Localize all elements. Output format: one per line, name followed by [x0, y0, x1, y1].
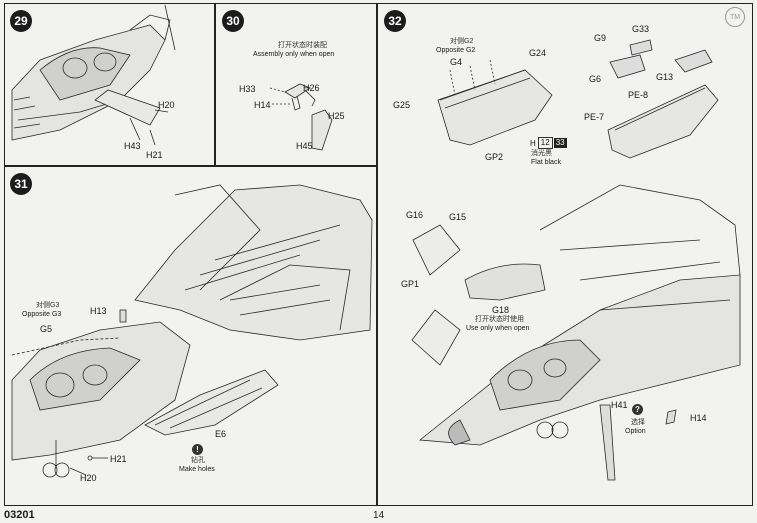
label-h13: H13: [90, 306, 107, 316]
label-h21-step31: H21: [110, 454, 127, 464]
label-g5: G5: [40, 324, 53, 334]
divider-horizontal-left: [4, 165, 376, 167]
step29-cockpit-drawing: [11, 4, 176, 146]
label-h26: H26: [303, 83, 320, 93]
step-29-badge: 29: [10, 10, 32, 32]
opposite-g3-en: Opposite G3: [22, 311, 62, 318]
step-32-badge: 32: [384, 10, 406, 32]
label-gp2: GP2: [485, 152, 504, 162]
catalog-number: 03201: [4, 509, 35, 521]
use-open-en: Use only when open: [466, 325, 530, 332]
label-g6: G6: [589, 74, 602, 84]
step30-parts-drawing: [269, 83, 333, 151]
assembly-note-en: Assembly only when open: [253, 51, 335, 58]
divider-vertical-main: [376, 3, 378, 506]
label-g4: G4: [450, 57, 463, 67]
opposite-g2-cn: 对侧G2: [450, 38, 474, 45]
label-g33: G33: [632, 24, 650, 34]
holes-info-icon: !: [192, 444, 203, 455]
opposite-g3-cn: 对侧G3: [36, 302, 60, 309]
paint-number-1: 12: [537, 137, 553, 149]
label-g18: G18: [492, 305, 510, 315]
page-number: 14: [373, 510, 385, 521]
label-g13: G13: [656, 72, 674, 82]
label-pe8: PE-8: [628, 90, 649, 100]
option-en: Option: [625, 428, 646, 435]
make-holes-en: Make holes: [179, 466, 215, 473]
paint-code: H: [530, 138, 536, 148]
step-30-badge: 30: [222, 10, 244, 32]
opposite-g2-en: Opposite G2: [436, 47, 476, 54]
label-h20: H20: [158, 100, 175, 110]
brand-logo-icon: TM: [725, 7, 745, 27]
page-frame: [4, 3, 753, 506]
label-h14: H14: [254, 100, 271, 110]
label-pe7: PE-7: [584, 112, 605, 122]
label-h20-step31: H20: [80, 473, 97, 483]
option-info-icon: ?: [632, 404, 643, 415]
label-h33: H33: [239, 84, 256, 94]
paint-name-cn: 消光黑: [531, 150, 552, 157]
label-g16: G16: [406, 210, 424, 220]
label-gp1: GP1: [401, 279, 420, 289]
step32-aircraft-drawing: [411, 39, 741, 481]
step31-aircraft-drawing: [11, 184, 373, 478]
paint-reference: H 12 33: [530, 137, 567, 149]
label-h21: H21: [146, 150, 163, 160]
label-h14-step32: H14: [690, 413, 707, 423]
label-g15: G15: [449, 212, 467, 222]
label-g25: G25: [393, 100, 411, 110]
label-h25: H25: [328, 111, 345, 121]
paint-name-en: Flat black: [531, 159, 561, 166]
option-cn: 选择: [631, 419, 645, 426]
label-h43: H43: [124, 141, 141, 151]
label-e6: E6: [215, 429, 227, 439]
step-31-badge: 31: [10, 173, 32, 195]
divider-vertical-top: [214, 3, 216, 166]
label-g24: G24: [529, 48, 547, 58]
label-g9: G9: [594, 33, 607, 43]
label-h45: H45: [296, 141, 313, 151]
assembly-note-cn: 打开状态时装配: [278, 42, 327, 49]
make-holes-cn: 钻孔: [191, 457, 205, 464]
paint-number-2: 33: [553, 138, 567, 148]
label-h41: H41: [611, 400, 628, 410]
use-open-cn: 打开状态时使用: [475, 316, 524, 323]
